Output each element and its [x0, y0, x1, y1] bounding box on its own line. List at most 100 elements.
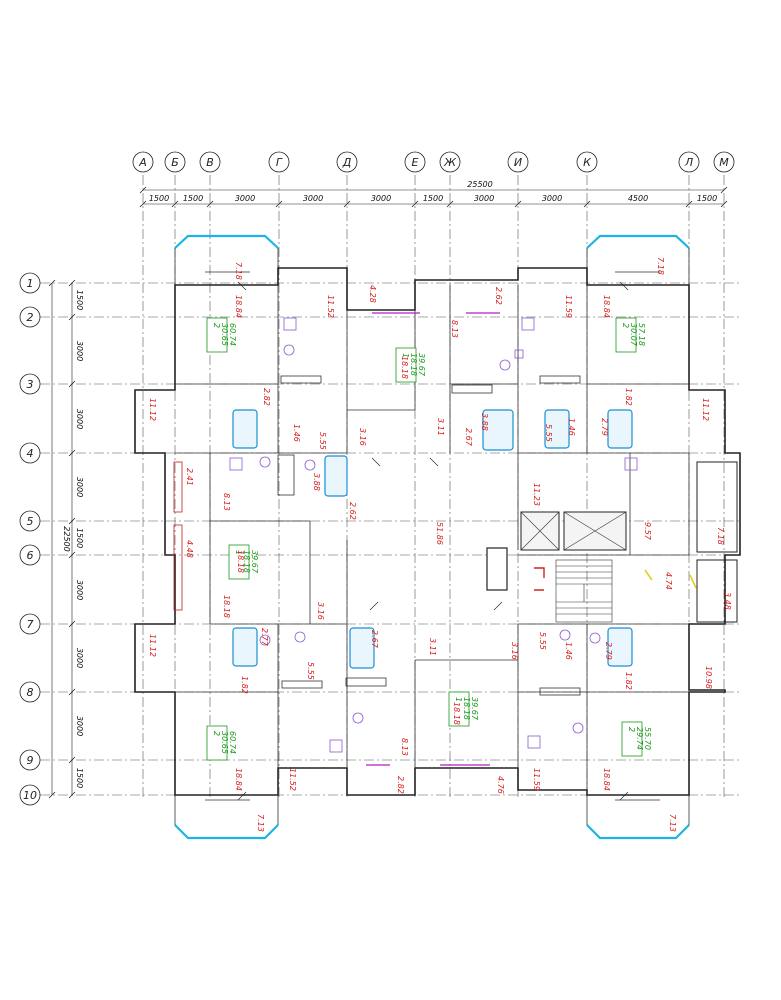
toilet-icon — [572, 722, 584, 734]
toilet-icon — [499, 359, 511, 371]
svg-text:1500: 1500 — [423, 194, 443, 203]
axis-marker-col-zh: Ж — [439, 151, 461, 173]
svg-text:5.55: 5.55 — [318, 432, 327, 450]
svg-text:И: И — [514, 156, 522, 169]
axis-marker-col-g: Г — [268, 151, 290, 173]
toilet-icon — [259, 456, 271, 468]
toilet-icon — [304, 459, 316, 471]
svg-text:7.13: 7.13 — [256, 814, 265, 832]
svg-text:М: М — [719, 156, 729, 169]
svg-text:3000: 3000 — [371, 194, 391, 203]
svg-text:1500: 1500 — [75, 768, 84, 788]
svg-text:2: 2 — [627, 727, 636, 732]
svg-text:55.70: 55.70 — [643, 727, 652, 750]
svg-text:39.67: 39.67 — [470, 697, 479, 721]
svg-text:7.18: 7.18 — [234, 262, 243, 280]
svg-text:2: 2 — [212, 323, 221, 328]
svg-text:2: 2 — [621, 323, 630, 328]
svg-text:2.82: 2.82 — [262, 388, 271, 406]
svg-text:8.13: 8.13 — [400, 738, 409, 756]
svg-text:4.74: 4.74 — [664, 572, 673, 590]
axis-marker-row-9: 9 — [19, 749, 41, 771]
svg-text:18.18: 18.18 — [242, 550, 251, 573]
svg-text:3000: 3000 — [75, 477, 84, 497]
svg-text:3.11: 3.11 — [428, 638, 437, 656]
svg-text:1.82: 1.82 — [624, 388, 633, 406]
svg-text:3: 3 — [27, 378, 34, 391]
svg-text:3.16: 3.16 — [358, 428, 367, 446]
bathtub-icon — [232, 409, 258, 449]
axis-marker-col-i: И — [507, 151, 529, 173]
bathtub-icon — [232, 627, 258, 667]
svg-text:18.18: 18.18 — [452, 702, 461, 725]
svg-text:2.82: 2.82 — [396, 776, 405, 794]
svg-text:30.65: 30.65 — [220, 731, 229, 754]
svg-text:5.55: 5.55 — [538, 632, 547, 650]
svg-text:4.48: 4.48 — [185, 540, 194, 558]
svg-text:18.18: 18.18 — [462, 697, 471, 720]
bathtub-icon — [544, 409, 570, 449]
svg-text:18.18: 18.18 — [409, 353, 418, 376]
svg-text:3000: 3000 — [75, 409, 84, 429]
svg-text:18.18: 18.18 — [222, 595, 231, 618]
svg-text:А: А — [138, 156, 147, 169]
svg-text:1.46: 1.46 — [564, 642, 573, 660]
svg-text:3000: 3000 — [542, 194, 562, 203]
axis-grid — [40, 175, 740, 800]
axis-marker-row-3: 3 — [19, 373, 41, 395]
top-dimension-chain: 25500 1500 1500 3000 3000 3000 1500 3000… — [139, 180, 728, 208]
svg-text:18.84: 18.84 — [234, 768, 243, 791]
svg-text:11.59: 11.59 — [564, 295, 573, 318]
svg-text:В: В — [206, 156, 214, 169]
svg-text:11.52: 11.52 — [288, 768, 297, 791]
bathtub-icon — [607, 409, 633, 449]
svg-text:Е: Е — [412, 156, 419, 169]
svg-text:3.88: 3.88 — [480, 413, 489, 431]
svg-text:2.77: 2.77 — [260, 628, 269, 647]
svg-text:60.74: 60.74 — [228, 323, 237, 346]
svg-text:1: 1 — [454, 697, 463, 702]
svg-text:18.18: 18.18 — [236, 550, 245, 573]
bathtub-icon — [607, 627, 633, 667]
svg-text:4500: 4500 — [628, 194, 648, 203]
svg-text:1.82: 1.82 — [240, 676, 249, 694]
svg-text:4.28: 4.28 — [368, 285, 377, 303]
svg-text:6: 6 — [27, 549, 34, 562]
svg-text:1500: 1500 — [75, 290, 84, 310]
svg-text:3000: 3000 — [303, 194, 323, 203]
svg-text:3.48: 3.48 — [723, 592, 732, 610]
svg-text:10: 10 — [23, 789, 37, 802]
axis-marker-row-1: 1 — [19, 272, 41, 294]
svg-text:18.84: 18.84 — [602, 295, 611, 318]
svg-text:9: 9 — [27, 754, 34, 767]
trash-chute — [486, 547, 508, 591]
svg-text:11.12: 11.12 — [148, 634, 157, 657]
axis-marker-col-k: К — [576, 151, 598, 173]
svg-text:К: К — [583, 156, 592, 169]
svg-text:Д: Д — [342, 156, 352, 169]
axis-marker-row-10: 10 — [19, 784, 41, 806]
svg-text:8.13: 8.13 — [222, 493, 231, 511]
toilet-icon — [294, 631, 306, 643]
svg-text:60.74: 60.74 — [228, 731, 237, 754]
toilet-icon — [559, 629, 571, 641]
svg-text:3000: 3000 — [75, 341, 84, 361]
axis-marker-col-b: Б — [164, 151, 186, 173]
apartment-tag: 1 18.18 39.67 — [228, 544, 259, 580]
axis-marker-col-m: М — [713, 151, 735, 173]
svg-text:11.59: 11.59 — [532, 768, 541, 791]
toilet-icon — [283, 344, 295, 356]
svg-text:8.13: 8.13 — [450, 320, 459, 338]
svg-text:2.41: 2.41 — [185, 468, 194, 486]
apartment-tag: 2 30.65 60.74 — [206, 317, 237, 353]
svg-text:3.16: 3.16 — [316, 602, 325, 620]
svg-text:11.12: 11.12 — [148, 398, 157, 421]
svg-text:7: 7 — [27, 618, 34, 631]
svg-text:2: 2 — [27, 311, 34, 324]
svg-text:1500: 1500 — [149, 194, 169, 203]
svg-text:5: 5 — [27, 515, 34, 528]
toilet-icon — [259, 634, 271, 646]
svg-text:5.55: 5.55 — [544, 424, 553, 442]
svg-text:3000: 3000 — [235, 194, 255, 203]
svg-text:1: 1 — [401, 353, 410, 358]
